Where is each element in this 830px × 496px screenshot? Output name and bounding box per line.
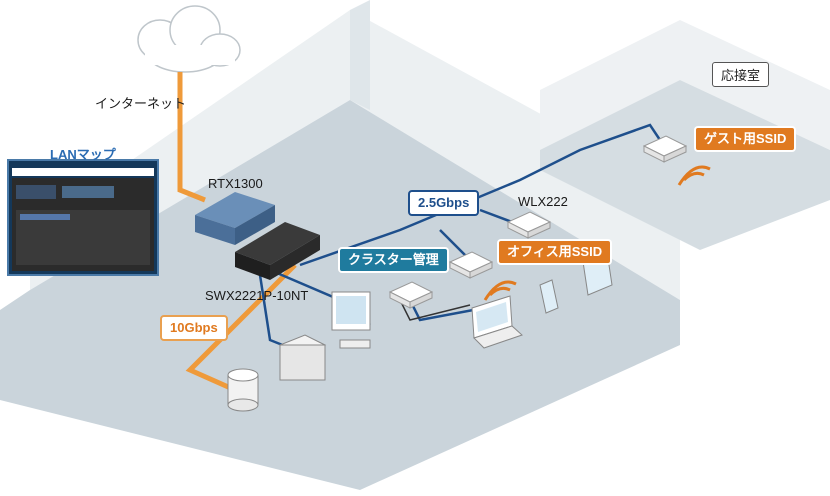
- router-device: [195, 192, 275, 245]
- switch-device: [235, 222, 320, 280]
- access-point-2: [448, 251, 494, 279]
- internet-cable: [177, 72, 206, 203]
- lan-map-title: LANマップ: [50, 147, 116, 162]
- main-room-left-wall: [350, 0, 370, 110]
- switch-label: SWX2221P-10NT: [205, 288, 309, 303]
- internet-label: インターネット: [95, 96, 187, 111]
- laptop-icon: [471, 295, 523, 349]
- smartphone-icon: [539, 279, 559, 314]
- lan-cable-black: [399, 299, 471, 321]
- cloud-icon: [137, 5, 241, 73]
- printer-icon: [278, 334, 327, 381]
- reception-room-floor: [540, 80, 830, 250]
- callout-cluster: クラスター管理: [338, 247, 449, 273]
- storage-cable-10g: [185, 263, 297, 393]
- reception-room-label: 応接室: [712, 62, 770, 87]
- wifi-icon: [483, 165, 711, 301]
- reception-room-wall: [540, 20, 830, 150]
- router-label: RTX1300: [208, 176, 263, 191]
- access-point-3: [506, 211, 552, 239]
- callout-office-ssid: オフィス用SSID: [497, 239, 613, 265]
- desktop-pc-icon: [331, 291, 371, 349]
- callout-guest-ssid: ゲスト用SSID: [694, 126, 797, 152]
- callout-10gbps: 10Gbps: [160, 315, 228, 341]
- ap-label: WLX222: [518, 194, 568, 209]
- lan-map-screenshot: [7, 159, 159, 276]
- callout-2-5gbps: 2.5Gbps: [408, 190, 480, 216]
- storage-icon: [227, 368, 259, 412]
- access-point-4: [642, 135, 688, 163]
- access-point-1: [388, 281, 434, 309]
